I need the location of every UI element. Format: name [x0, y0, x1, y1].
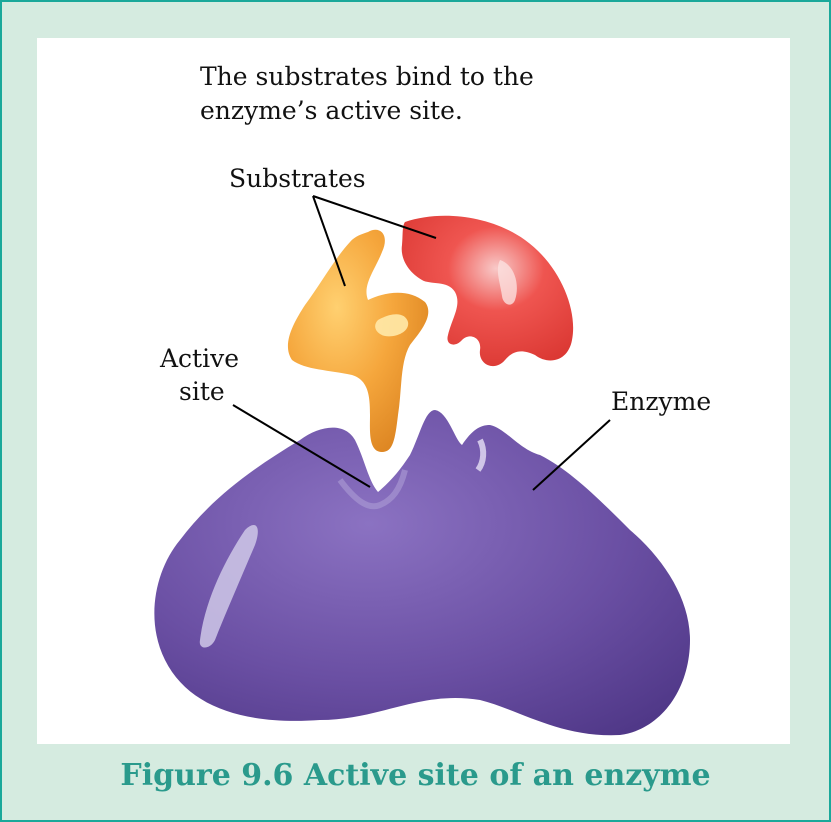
enzyme-label: Enzyme — [611, 385, 711, 419]
substrates-label: Substrates — [229, 162, 366, 196]
active-site-label-line2: site — [179, 375, 225, 409]
figure-caption: Figure 9.6 Active site of an enzyme — [0, 758, 831, 793]
active-site-label-line1: Active — [160, 342, 239, 376]
substrate-red — [402, 216, 573, 366]
description-text: The substrates bind to the enzyme’s acti… — [200, 60, 580, 128]
